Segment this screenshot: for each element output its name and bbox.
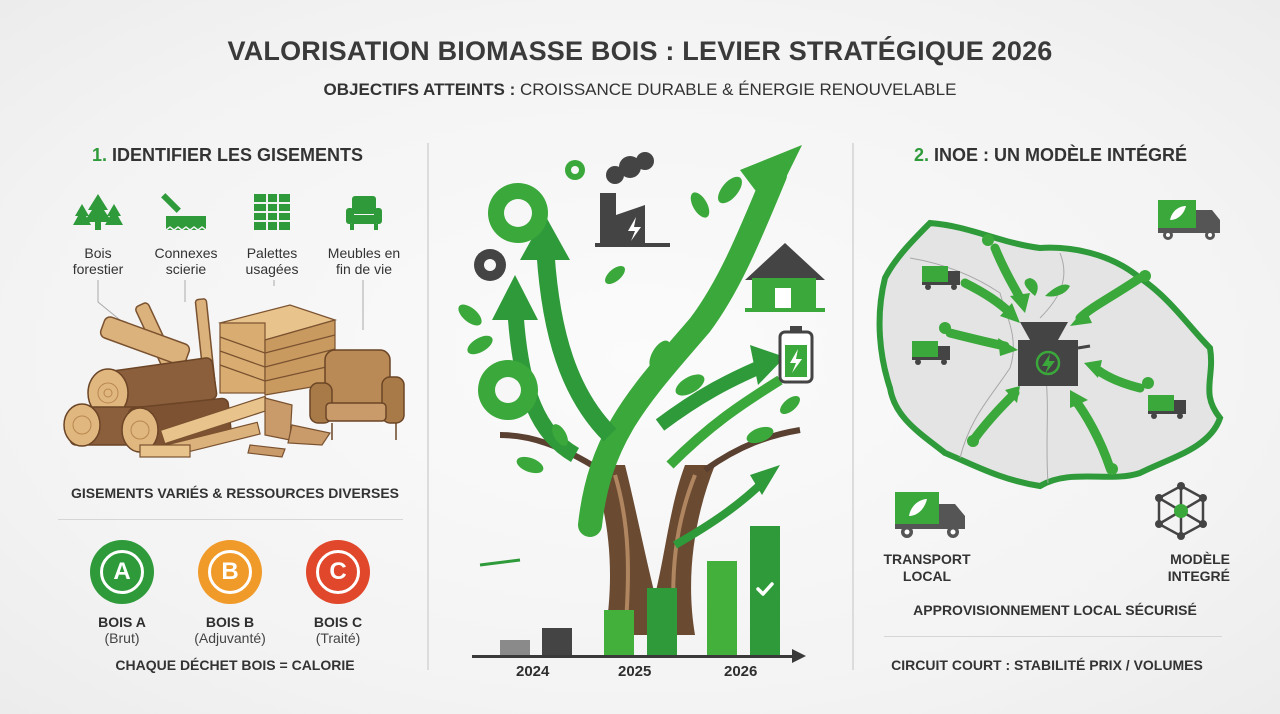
year-label-2026: 2026: [724, 663, 758, 680]
battery-icon: [778, 326, 814, 384]
label-line1: TRANSPORT: [883, 551, 971, 567]
leader-lines: [97, 280, 364, 330]
grade-bois-b: B BOIS B (Adjuvanté): [180, 540, 280, 646]
source-label-line2: scierie: [165, 261, 207, 277]
grade-letter: B: [208, 550, 252, 594]
bar-2025-b: [647, 588, 677, 656]
grade-b-badge: B: [198, 540, 262, 604]
sawmill-icon: [161, 193, 207, 231]
section-number: 1.: [92, 145, 108, 165]
biomass-plant-icon: [1018, 278, 1091, 386]
right-separator: [884, 636, 1222, 637]
year-label-2025: 2025: [618, 663, 652, 680]
grade-c-badge: C: [306, 540, 370, 604]
house-icon: [745, 243, 825, 312]
divider-left: [427, 143, 429, 670]
truck-icon: [1158, 200, 1220, 240]
grade-bois-c: C BOIS C (Traité): [288, 540, 388, 646]
growth-tree-illustration: [458, 145, 825, 635]
growth-bar-chart: [472, 500, 812, 663]
section-title-gisements: 1. IDENTIFIER LES GISEMENTS: [92, 145, 363, 166]
calorie-footer: CHAQUE DÉCHET BOIS = CALORIE: [115, 657, 355, 673]
grade-letter: A: [100, 550, 144, 594]
grade-a-badge: A: [90, 540, 154, 604]
label-line2: INTEGRÉ: [1167, 568, 1230, 584]
subtitle-bold: OBJECTIFS ATTEINTS :: [323, 80, 516, 99]
section-number: 2.: [914, 145, 930, 165]
section-title-text: IDENTIFIER LES GISEMENTS: [107, 145, 364, 165]
source-label-line2: forestier: [72, 261, 124, 277]
forest-icon: [73, 194, 123, 230]
section-title-text: INOE : UN MODÈLE INTÉGRÉ: [929, 145, 1188, 165]
source-label-line1: Bois: [84, 245, 112, 261]
approvisionnement-caption: APPROVISIONNEMENT LOCAL SÉCURISÉ: [913, 602, 1197, 618]
subtitle-rest: CROISSANCE DURABLE & ÉNERGIE RENOUVELABL…: [515, 80, 957, 99]
grade-name: BOIS A: [98, 614, 146, 630]
gear-icon: [474, 160, 585, 420]
bar-2024-b: [542, 628, 572, 656]
source-label-line1: Connexes: [154, 245, 218, 261]
label-line1: MODÈLE: [1170, 551, 1230, 567]
left-separator: [58, 519, 403, 520]
source-label-line2: fin de vie: [335, 261, 393, 277]
page-subtitle: OBJECTIFS ATTEINTS : CROISSANCE DURABLE …: [0, 80, 1280, 100]
label-line2: LOCAL: [902, 568, 952, 584]
grade-name: BOIS B: [205, 614, 255, 630]
gisements-caption: GISEMENTS VARIÉS & RESSOURCES DIVERSES: [70, 485, 400, 501]
chart-x-axis: [472, 655, 794, 658]
wood-pile-illustration: [63, 298, 405, 458]
bar-2025-a: [604, 610, 634, 656]
bar-2024-a: [500, 640, 530, 656]
grade-name: BOIS C: [313, 614, 363, 630]
network-icon: [1155, 482, 1207, 540]
bar-2026-b: [750, 526, 780, 656]
page-title: VALORISATION BIOMASSE BOIS : LEVIER STRA…: [227, 36, 1053, 66]
check-icon: [756, 582, 774, 596]
map-truck-icon: [912, 266, 1186, 419]
grade-letter: C: [316, 550, 360, 594]
year-label-2024: 2024: [516, 663, 550, 680]
ile-de-france-map: [876, 219, 1224, 490]
pallet-icon: [254, 194, 290, 230]
source-label-line1: Meubles en: [327, 245, 401, 261]
source-label-line2: usagées: [245, 261, 299, 277]
grade-sub: (Brut): [104, 630, 140, 646]
transport-truck-icon: [895, 492, 965, 538]
section-title-inoe: 2. INOE : UN MODÈLE INTÉGRÉ: [914, 145, 1187, 166]
armchair-icon: [346, 196, 382, 230]
factory-icon: [595, 152, 670, 247]
grade-sub: (Adjuvanté): [194, 630, 266, 646]
divider-right: [852, 143, 854, 670]
grade-sub: (Traité): [315, 630, 361, 646]
chart-axis-arrow-icon: [792, 649, 806, 663]
bar-2026-a: [707, 561, 737, 656]
source-label-line1: Palettes: [246, 245, 298, 261]
grade-bois-a: A BOIS A (Brut): [72, 540, 172, 646]
circuit-court-footer: CIRCUIT COURT : STABILITÉ PRIX / VOLUMES: [891, 657, 1203, 673]
